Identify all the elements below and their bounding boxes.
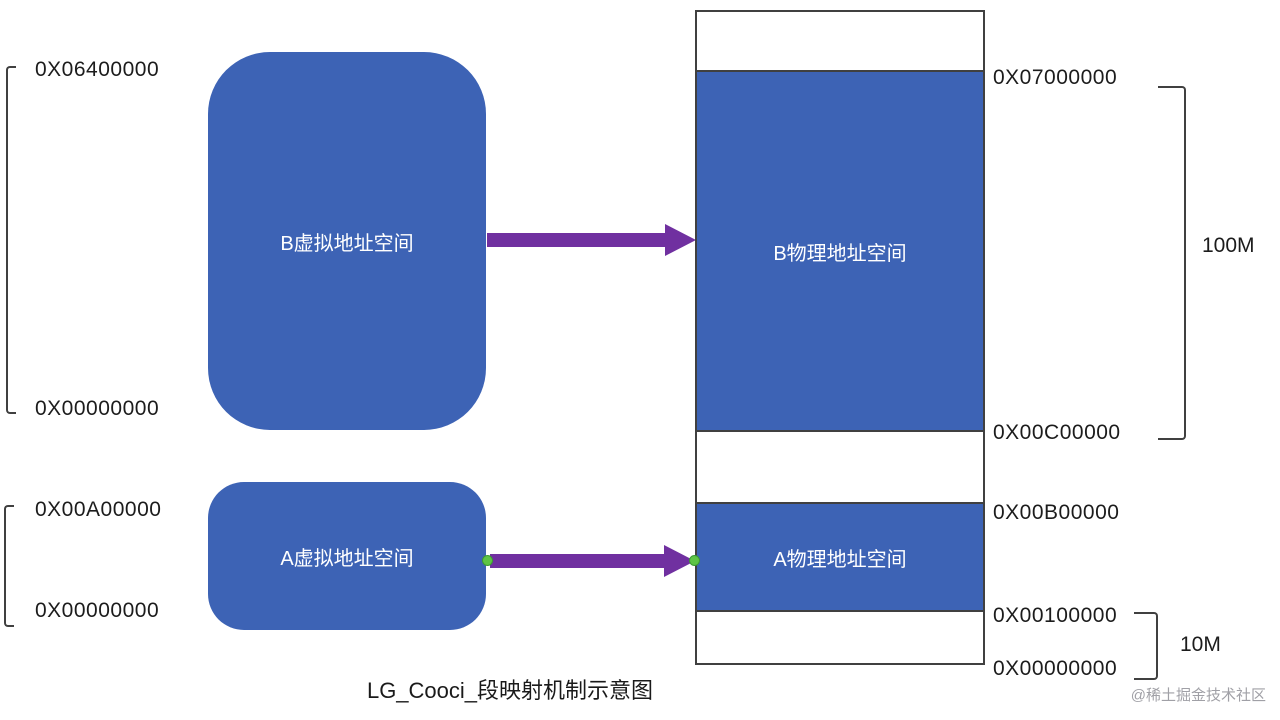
size-label-100m: 100M [1202, 234, 1255, 257]
addr-phys-a-top: 0X00B00000 [993, 501, 1120, 524]
diagram-caption: LG_Cooci_段映射机制示意图 [366, 678, 654, 703]
a-virtual-space-label: A虚拟地址空间 [280, 547, 414, 570]
addr-phys-a-bottom: 0X00100000 [993, 604, 1118, 627]
addr-phys-base: 0X00000000 [993, 657, 1118, 680]
watermark-text: @稀土掘金技术社区 [1130, 687, 1266, 704]
a-virtual-space-box: A虚拟地址空间 [208, 482, 486, 630]
a-physical-space-box: A物理地址空间 [697, 502, 983, 612]
addr-b-virtual-bottom: 0X00000000 [35, 397, 160, 420]
physical-memory-column: B物理地址空间 A物理地址空间 [695, 10, 985, 665]
addr-phys-b-bottom: 0X00C00000 [993, 421, 1121, 444]
connector-dot-left-icon [482, 555, 493, 566]
arrow-a-shaft [490, 554, 666, 568]
b-virtual-space-box: B虚拟地址空间 [208, 52, 486, 430]
addr-a-virtual-top: 0X00A00000 [35, 498, 162, 521]
arrow-b-shaft [487, 233, 667, 247]
connector-dot-right-icon [689, 555, 700, 566]
b-virtual-space-label: B虚拟地址空间 [280, 232, 414, 255]
addr-phys-b-top: 0X07000000 [993, 66, 1118, 89]
a-physical-space-label: A物理地址空间 [773, 548, 907, 571]
addr-b-virtual-top: 0X06400000 [35, 58, 160, 81]
bracket-100m [1158, 86, 1186, 440]
bracket-10m [1134, 612, 1158, 680]
b-physical-space-label: B物理地址空间 [773, 242, 907, 265]
arrow-b-head-icon [665, 224, 696, 256]
addr-a-virtual-bottom: 0X00000000 [35, 599, 160, 622]
bracket-a-virtual [4, 505, 14, 627]
size-label-10m: 10M [1180, 633, 1221, 656]
b-physical-space-box: B物理地址空间 [697, 70, 983, 432]
bracket-b-virtual [6, 66, 16, 414]
